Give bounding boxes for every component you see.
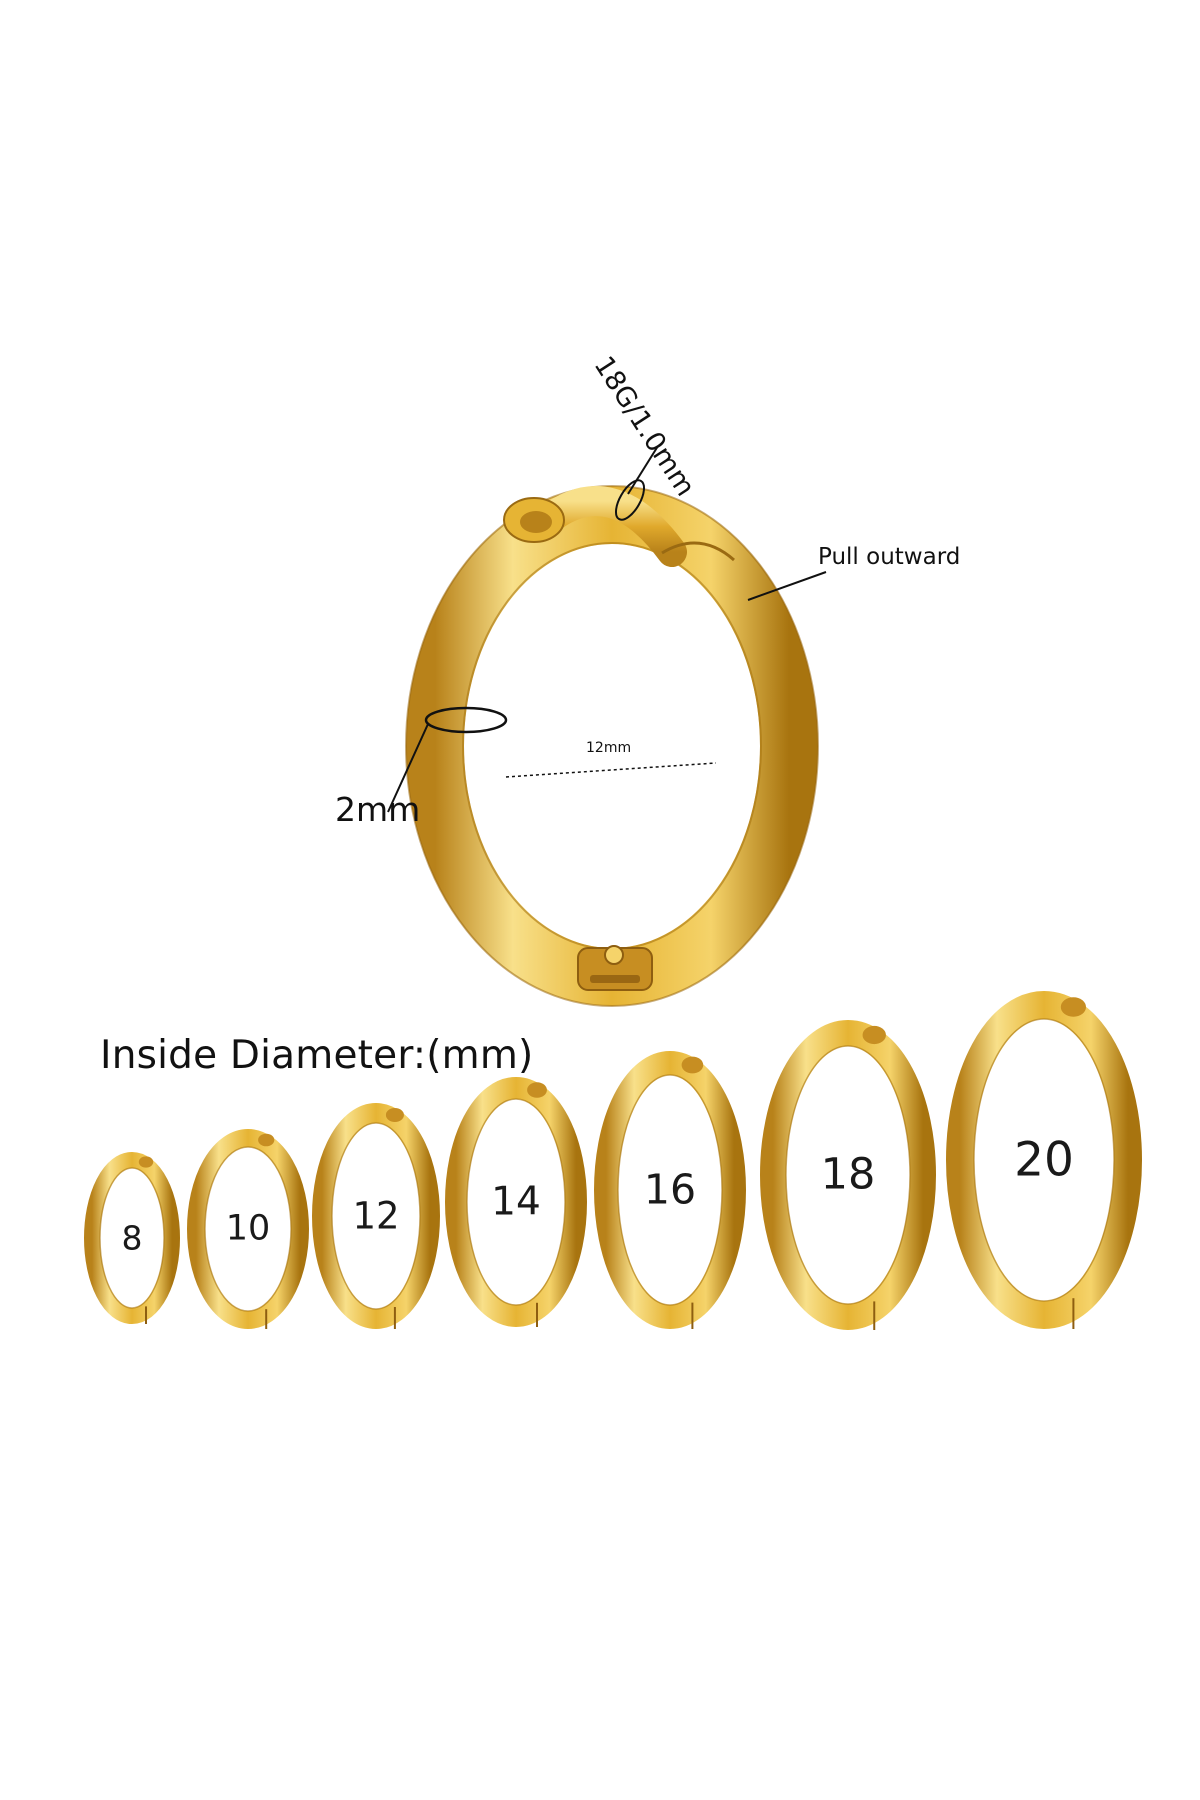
size-hoop-16 — [594, 1051, 746, 1329]
center-diameter-line — [505, 762, 717, 778]
size-hoop-ring — [594, 1051, 746, 1329]
size-label-16: 16 — [643, 1165, 697, 1214]
size-hoop-ring — [187, 1129, 309, 1329]
hoop-pin — [533, 486, 687, 567]
size-hoop-ring — [312, 1103, 440, 1329]
size-hoop-pin — [527, 1082, 547, 1098]
center-diameter-label: 12mm — [586, 740, 632, 756]
size-hoop-8 — [84, 1152, 180, 1324]
size-label-12: 12 — [352, 1194, 400, 1238]
size-hoop-pin — [862, 1025, 886, 1045]
size-hoop-ring — [946, 991, 1142, 1329]
size-hoop-20 — [946, 991, 1142, 1329]
size-hoop-inner-edge — [973, 1018, 1115, 1302]
main-hoop-outer-edge — [405, 485, 819, 1007]
size-label-18: 18 — [820, 1149, 876, 1200]
size-hoop-10 — [187, 1129, 309, 1329]
size-hoop-inner-edge — [99, 1167, 165, 1309]
gauge-measure-ring — [615, 479, 645, 521]
size-label-8: 8 — [121, 1218, 143, 1258]
size-hoop-inner-edge — [785, 1045, 911, 1305]
pull-outward-label: Pull outward — [818, 544, 961, 570]
size-hoop-12 — [312, 1103, 440, 1329]
hoop-sleeve-cap — [661, 541, 735, 562]
size-label-10: 10 — [225, 1208, 271, 1249]
size-row — [84, 991, 1142, 1330]
wire-leader-line — [387, 723, 429, 813]
gauge-leader-line — [627, 445, 659, 495]
size-hoop-pin — [138, 1156, 154, 1168]
size-hoop-pin — [258, 1133, 275, 1147]
size-label-14: 14 — [491, 1179, 541, 1225]
size-hoop-pin — [681, 1056, 704, 1074]
size-hoop-inner-edge — [204, 1146, 292, 1312]
size-hoop-ring — [84, 1152, 180, 1324]
size-hoop-inner-edge — [331, 1122, 421, 1310]
size-hoop-ring — [760, 1020, 936, 1330]
size-hoop-ring — [445, 1077, 587, 1327]
size-label-20: 20 — [1014, 1132, 1074, 1188]
size-hoop-pin — [385, 1108, 404, 1122]
main-hoop — [405, 485, 819, 1007]
wire-measure-ring — [424, 706, 508, 734]
hoop-pin-hole — [520, 511, 552, 533]
size-hoop-18 — [760, 1020, 936, 1330]
size-hoop-inner-edge — [466, 1098, 566, 1306]
annotations — [387, 445, 827, 813]
wire-thickness-label: 2mm — [335, 790, 421, 829]
size-hoop-inner-edge — [617, 1074, 723, 1306]
size-hoop-14 — [445, 1077, 587, 1327]
size-hoop-pin — [1060, 997, 1086, 1017]
inside-diameter-heading: Inside Diameter:(mm) — [100, 1033, 534, 1078]
pull-leader-line — [747, 571, 827, 601]
hoop-hinge-rivet — [604, 945, 624, 965]
